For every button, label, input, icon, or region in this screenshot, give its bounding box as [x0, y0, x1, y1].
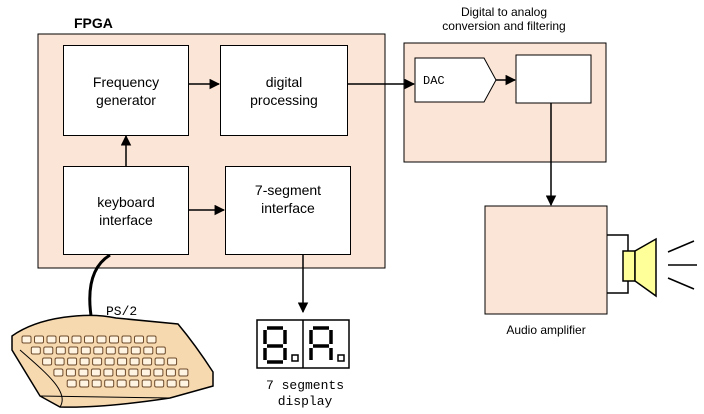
- keyboard-key: [71, 335, 82, 344]
- keyboard-key: [67, 357, 78, 366]
- keyboard-key: [84, 335, 94, 344]
- keyboard-key: [43, 346, 54, 355]
- keyboard-key: [104, 357, 115, 366]
- keyboard-key: [134, 335, 144, 344]
- keyboard-key: [153, 368, 164, 377]
- keyboard-key: [143, 346, 154, 355]
- keyboard-key: [178, 368, 189, 377]
- keyboard-key: [117, 357, 128, 366]
- dac-shape: [414, 57, 497, 103]
- keyboard-key: [21, 335, 32, 344]
- keyboard-key: [96, 335, 107, 344]
- keyboard-key: [118, 346, 129, 355]
- keyboard-key: [53, 368, 64, 377]
- dac-section-title: Digital to analog conversion and filteri…: [442, 5, 566, 33]
- keyboard-key: [105, 346, 116, 355]
- audio-amplifier-label: Audio amplifier: [506, 323, 586, 337]
- keyboard-key: [104, 379, 115, 388]
- keyboard-key: [91, 379, 102, 388]
- ps2-cable: [88, 253, 111, 323]
- speaker-icon: [607, 234, 697, 298]
- keyboard-key: [55, 346, 66, 355]
- keyboard-key: [79, 379, 90, 388]
- keyboard-key: [80, 346, 91, 355]
- keyboard-key: [79, 357, 90, 366]
- keyboard-key: [179, 379, 190, 388]
- filter-box: [515, 54, 592, 104]
- keyboard-key: [154, 357, 165, 366]
- fpga-title: FPGA: [74, 15, 113, 31]
- keyboard-key: [154, 379, 165, 388]
- seven-segment-display: [256, 319, 350, 369]
- keyboard-key: [90, 368, 101, 377]
- keyboard-key: [142, 357, 153, 366]
- keyboard-key: [93, 346, 104, 355]
- keyboard-key: [103, 368, 114, 377]
- keyboard-key: [141, 379, 152, 388]
- keyboard-key: [68, 346, 79, 355]
- keyboard-key: [65, 368, 76, 377]
- dac-label: DAC: [423, 74, 445, 88]
- digit-right: [309, 326, 333, 360]
- keyboard-key: [166, 379, 177, 388]
- keyboard-key: [92, 357, 103, 366]
- keyboard-key: [59, 335, 69, 344]
- keyboard-key: [46, 335, 57, 344]
- keyboard-key: [109, 335, 119, 344]
- keyboard-key: [146, 335, 157, 344]
- keyboard-key: [167, 357, 178, 366]
- keyboard-key: [115, 368, 126, 377]
- keyboard-key: [54, 357, 65, 366]
- keyboard-key: [129, 357, 140, 366]
- keyboard-icon: [11, 314, 214, 408]
- display-caption: 7 segments display: [265, 378, 344, 409]
- keyboard-key: [130, 346, 141, 355]
- keyboard-key: [116, 379, 127, 388]
- ps2-label: PS/2: [106, 304, 138, 319]
- keyboard-key: [155, 346, 166, 355]
- keyboard-key: [128, 368, 139, 377]
- keyboard-key: [165, 368, 176, 377]
- digit-left: [263, 326, 287, 364]
- keyboard-key: [42, 357, 53, 366]
- keyboard-key: [121, 335, 132, 344]
- keyboard-key: [78, 368, 89, 377]
- keyboard-key: [34, 335, 44, 344]
- keyboard-key: [140, 368, 151, 377]
- keyboard-key: [30, 346, 41, 355]
- audio-amplifier-block: [484, 205, 608, 315]
- keyboard-key: [66, 379, 77, 388]
- keyboard-key: [129, 379, 140, 388]
